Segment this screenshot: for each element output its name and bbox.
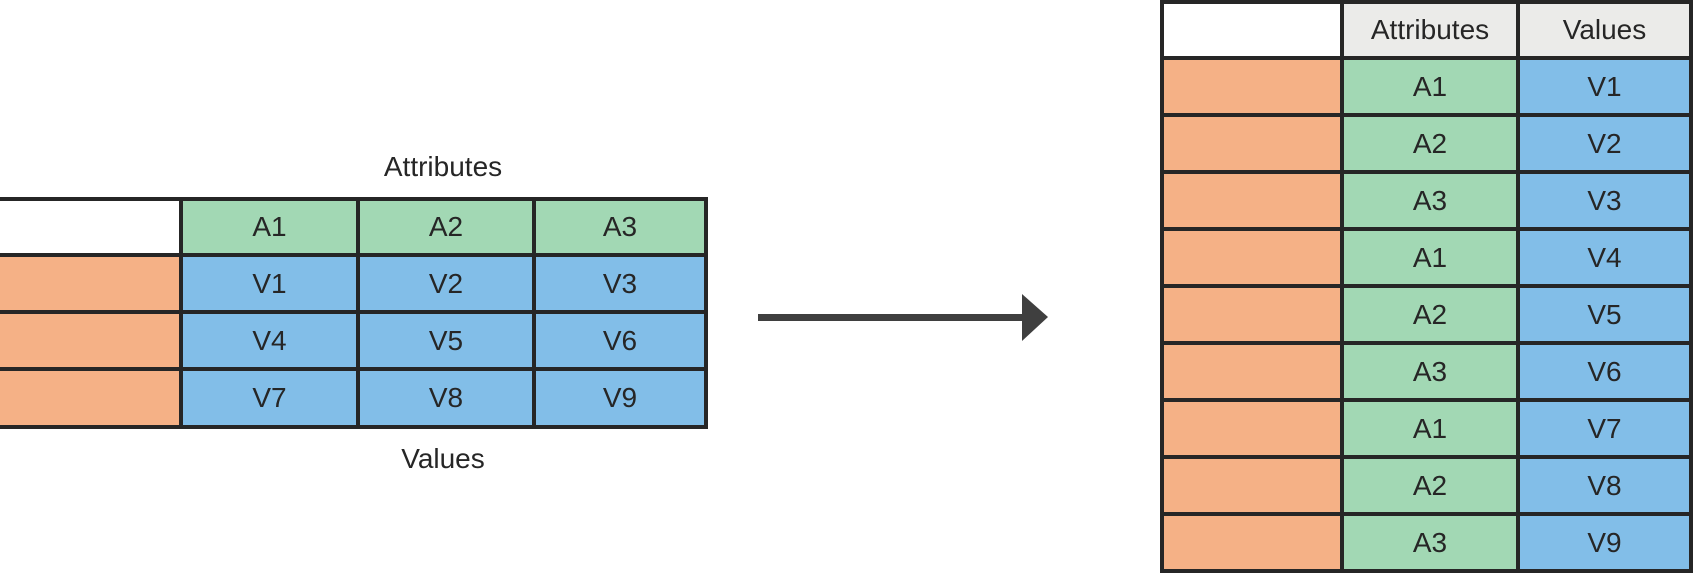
record-spacer-cell (0, 367, 183, 429)
value-cell: V8 (1516, 455, 1693, 516)
result-row: A2 V8 (1160, 455, 1693, 516)
corner-spacer (0, 197, 183, 257)
corner-spacer (1160, 0, 1344, 60)
value-cell: V2 (1516, 113, 1693, 174)
source-table: A1 A2 A3 V1 V2 V3 V4 V5 V6 V7 V8 V9 (0, 197, 708, 429)
value-cell: V8 (356, 367, 536, 429)
attribute-cell: A2 (1340, 455, 1520, 516)
record-spacer-cell (1160, 227, 1344, 288)
record-spacer-cell (1160, 284, 1344, 345)
result-row: A1 V1 (1160, 56, 1693, 117)
attribute-cell: A1 (1340, 227, 1520, 288)
record-spacer-cell (1160, 341, 1344, 402)
record-spacer-cell (0, 253, 183, 314)
attribute-header-cell: A1 (179, 197, 360, 257)
attribute-cell: A3 (1340, 170, 1520, 231)
result-row: A1 V4 (1160, 227, 1693, 288)
source-row: V4 V5 V6 (0, 310, 708, 371)
source-values-label: Values (401, 443, 485, 474)
value-cell: V6 (532, 310, 708, 371)
attribute-cell: A1 (1340, 398, 1520, 459)
value-cell: V4 (1516, 227, 1693, 288)
record-spacer-cell (1160, 170, 1344, 231)
attribute-cell: A3 (1340, 341, 1520, 402)
record-spacer-cell (1160, 512, 1344, 573)
value-cell: V9 (1516, 512, 1693, 573)
record-spacer-cell (1160, 113, 1344, 174)
result-row: A3 V6 (1160, 341, 1693, 402)
attribute-header-cell: A2 (356, 197, 536, 257)
value-cell: V4 (179, 310, 360, 371)
result-header-row: Attributes Values (1160, 0, 1693, 60)
value-cell: V7 (179, 367, 360, 429)
value-cell: V6 (1516, 341, 1693, 402)
source-header-row: A1 A2 A3 (0, 197, 708, 257)
record-spacer-cell (1160, 56, 1344, 117)
record-spacer-cell (1160, 398, 1344, 459)
result-row: A3 V3 (1160, 170, 1693, 231)
source-attributes-label: Attributes (383, 151, 503, 182)
attribute-cell: A2 (1340, 113, 1520, 174)
result-row: A2 V2 (1160, 113, 1693, 174)
value-cell: V5 (1516, 284, 1693, 345)
attribute-cell: A2 (1340, 284, 1520, 345)
result-table: Attributes Values A1 V1 A2 V2 A3 V3 A1 V… (1160, 0, 1693, 573)
source-row: V7 V8 V9 (0, 367, 708, 429)
value-cell: V7 (1516, 398, 1693, 459)
arrow-head-icon (1022, 294, 1048, 341)
value-cell: V3 (1516, 170, 1693, 231)
source-row: V1 V2 V3 (0, 253, 708, 314)
record-spacer-cell (0, 310, 183, 371)
result-row: A2 V5 (1160, 284, 1693, 345)
arrow-shaft (758, 314, 1024, 321)
attribute-cell: A3 (1340, 512, 1520, 573)
value-cell: V9 (532, 367, 708, 429)
column-header-cell: Attributes (1340, 0, 1520, 60)
value-cell: V1 (1516, 56, 1693, 117)
transform-arrow (758, 294, 1048, 341)
column-header-cell: Values (1516, 0, 1693, 60)
result-row: A1 V7 (1160, 398, 1693, 459)
result-row: A3 V9 (1160, 512, 1693, 573)
value-cell: V2 (356, 253, 536, 314)
attribute-header-cell: A3 (532, 197, 708, 257)
value-cell: V3 (532, 253, 708, 314)
record-spacer-cell (1160, 455, 1344, 516)
value-cell: V5 (356, 310, 536, 371)
attribute-cell: A1 (1340, 56, 1520, 117)
value-cell: V1 (179, 253, 360, 314)
